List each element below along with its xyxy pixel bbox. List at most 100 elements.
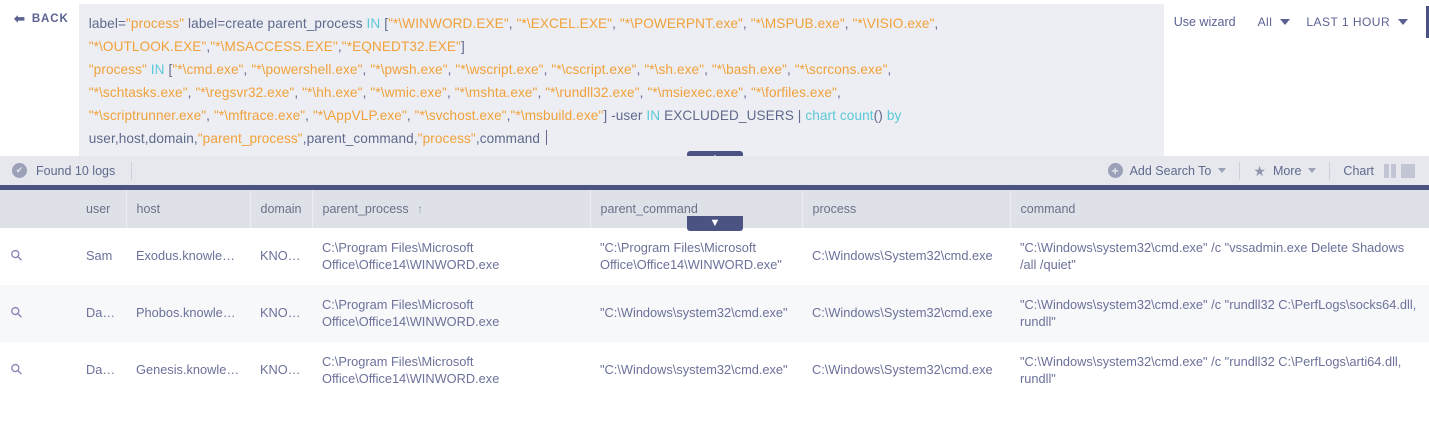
chevron-down-icon [1308, 168, 1317, 173]
time-range-dropdown[interactable]: LAST 1 HOUR [1298, 15, 1416, 29]
query-token: user,host,domain, [88, 131, 198, 146]
magnifier-icon[interactable]: ⚲ [7, 303, 27, 323]
table-row[interactable]: ⚲Dam…Genesis.knowledge…KNOW…C:\Program F… [0, 342, 1429, 399]
divider [131, 161, 133, 180]
query-token: "*\scrcons.exe" [794, 62, 888, 77]
query-token: "*\VISIO.exe" [852, 16, 935, 31]
query-actions: Use wizard All LAST 1 HOUR SEARCH [1164, 0, 1429, 38]
query-token: "*\msiexec.exe" [647, 85, 744, 100]
query-token: "*\bash.exe" [711, 62, 787, 77]
query-token: "*\wmic.exe" [370, 85, 447, 100]
cell-parent-command: "C:\Windows\system32\cmd.exe" [590, 285, 802, 342]
star-icon: ★ [1253, 162, 1266, 179]
column-header-process-label: process [812, 202, 857, 216]
cell-host: Phobos.knowledge… [126, 285, 250, 342]
query-token: , [537, 85, 546, 100]
back-button[interactable]: ⬅ BACK [0, 0, 79, 25]
cell-command: "C:\Windows\system32\cmd.exe" /c "vssadm… [1010, 228, 1429, 285]
chevron-down-icon [1398, 19, 1409, 25]
column-header-host-label: host [136, 202, 161, 216]
query-token: , [887, 62, 892, 77]
use-wizard-link[interactable]: Use wizard [1173, 15, 1236, 29]
column-header-domain[interactable]: domain [250, 190, 313, 228]
query-token: , [704, 62, 712, 77]
chevron-down-icon [1280, 19, 1291, 25]
scope-dropdown-value: All [1257, 15, 1273, 29]
query-token: "*\wscript.exe" [455, 62, 544, 77]
full-view-icon[interactable] [1401, 163, 1415, 178]
query-token: , [636, 62, 645, 77]
query-token: , [506, 108, 511, 123]
query-token: , [743, 85, 751, 100]
query-token: , [639, 85, 648, 100]
query-token: "process" [88, 62, 147, 77]
add-search-to-button[interactable]: + Add Search To [1095, 163, 1240, 178]
table-header-row: user host domain parent_process ↑ parent… [0, 190, 1429, 228]
row-expand-cell[interactable]: ⚲ [0, 228, 76, 285]
column-header-user-label: user [86, 202, 111, 216]
cell-parent-command: "C:\Program Files\Microsoft Office\Offic… [590, 228, 802, 285]
magnifier-icon[interactable]: ⚲ [7, 360, 27, 380]
query-token: "process" [417, 131, 476, 146]
cell-domain: KNOW… [250, 285, 312, 342]
query-token: IN [366, 16, 381, 31]
query-token: [ [164, 62, 173, 77]
text-caret [545, 130, 547, 145]
column-header-parent-process[interactable]: parent_process ↑ [312, 190, 591, 228]
query-token: , [844, 16, 853, 31]
query-token: "*\powershell.exe" [251, 62, 363, 77]
cell-host: Exodus.knowledge… [126, 228, 250, 285]
divider [1329, 161, 1331, 180]
query-token: "*\POWERPNT.exe" [619, 16, 743, 31]
query-token: , [294, 85, 303, 100]
query-token: ,parent_command, [302, 131, 418, 146]
cell-user: Dam… [76, 285, 126, 342]
column-header-user[interactable]: user [76, 190, 127, 228]
query-token: , [742, 16, 751, 31]
results-status-bar: ✔ Found 10 logs + Add Search To ★ More C… [0, 156, 1429, 190]
sort-ascending-icon: ↑ [417, 202, 424, 216]
time-range-value: LAST 1 HOUR [1306, 15, 1391, 29]
column-header-command[interactable]: command [1010, 190, 1429, 228]
view-toggle-group [1384, 163, 1417, 178]
row-expand-cell[interactable]: ⚲ [0, 342, 76, 399]
query-token: "*\EXCEL.EXE" [516, 16, 613, 31]
query-token: , [934, 16, 939, 31]
results-table: user host domain parent_process ↑ parent… [0, 190, 1429, 399]
found-logs-status: ✔ Found 10 logs [0, 163, 115, 178]
search-button[interactable]: SEARCH [1426, 6, 1429, 38]
query-token: IN [150, 62, 165, 77]
query-token: , [446, 85, 455, 100]
query-token: , [206, 108, 214, 123]
query-token: [ [380, 16, 389, 31]
table-row[interactable]: ⚲ Dam…Phobos.knowledge…KNOW…C:\Program Fi… [0, 285, 1429, 342]
query-token: , [206, 39, 211, 54]
query-token: "*\pwsh.exe" [370, 62, 448, 77]
row-expand-cell[interactable]: ⚲ [0, 285, 76, 342]
check-circle-icon: ✔ [12, 163, 27, 178]
query-token: ] [460, 39, 465, 54]
column-header-host[interactable]: host [126, 190, 251, 228]
column-header-process[interactable]: process [802, 190, 1011, 228]
status-bar-actions: + Add Search To ★ More Chart [1095, 161, 1429, 180]
query-token: "*\hh.exe" [302, 85, 363, 100]
cell-parent-process: C:\Program Files\Microsoft Office\Office… [312, 285, 590, 342]
add-search-to-label: Add Search To [1129, 163, 1212, 178]
more-button[interactable]: ★ More [1240, 164, 1329, 178]
query-bar: ⬅ BACK label="process" label=create pare… [0, 0, 1429, 165]
search-query-input[interactable]: label="process" label=create parent_proc… [78, 4, 1164, 158]
cell-process: C:\Windows\System32\cmd.exe [802, 342, 1010, 399]
query-token: "*\schtasks.exe" [88, 85, 188, 100]
query-token: , [543, 62, 552, 77]
chevron-down-icon: ▼ [709, 217, 721, 229]
query-token: , [406, 108, 415, 123]
magnifier-icon[interactable]: ⚲ [7, 246, 27, 266]
scope-dropdown[interactable]: All [1250, 15, 1299, 29]
split-view-icon[interactable] [1384, 163, 1396, 178]
query-token: "*EQNEDT32.EXE" [341, 39, 461, 54]
query-token: , [786, 62, 795, 77]
plus-circle-icon: + [1107, 163, 1123, 178]
query-token: , [837, 85, 841, 100]
expand-results-button[interactable]: ▼ [687, 216, 743, 231]
